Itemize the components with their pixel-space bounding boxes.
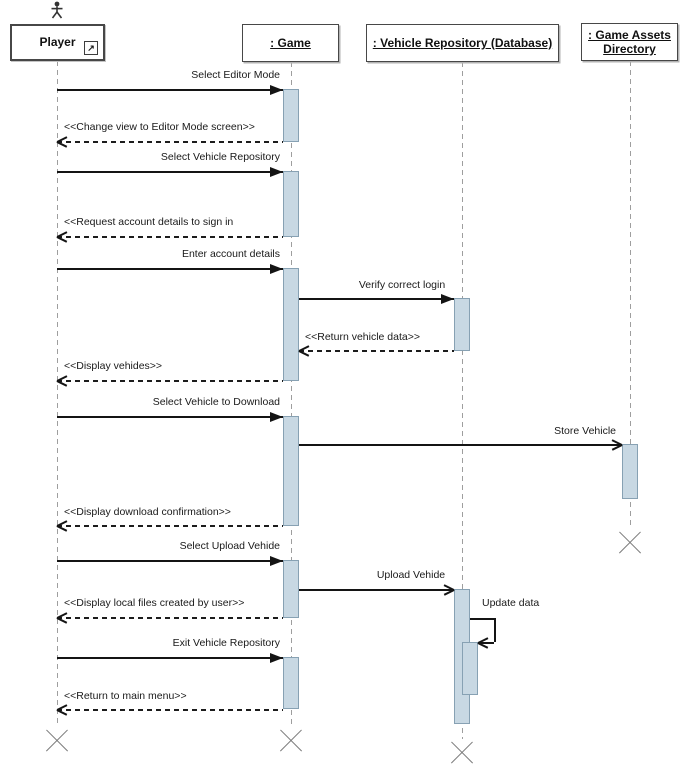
lifeline-player	[57, 61, 58, 727]
activation-bar-game	[283, 657, 299, 709]
message-line-upload-vehicle	[299, 589, 454, 591]
head-label-vehicle-repository: : Vehicle Repository (Database)	[372, 35, 553, 50]
self-message-bottom-update-data	[478, 642, 494, 644]
message-line-select-editor-mode	[57, 89, 283, 91]
lifeline-game-assets-directory	[630, 61, 631, 529]
message-label-select-upload-vehicle: Select Upload Vehide	[179, 540, 280, 552]
message-line-select-vehicle-repository	[57, 171, 283, 173]
arrowhead-filled-icon	[270, 555, 283, 566]
arrowhead-filled-icon	[270, 166, 283, 177]
activation-bar-game	[283, 416, 299, 526]
head-box-vehicle-repository: : Vehicle Repository (Database)	[366, 24, 559, 62]
activation-bar-vehicle-repository	[454, 298, 470, 351]
activation-bar-game-assets-directory	[622, 444, 638, 499]
message-line-return-vehicle-data	[299, 350, 454, 352]
lifeline-game	[291, 62, 292, 727]
activation-bar-game	[283, 89, 299, 142]
head-label-game-assets-directory: : Game Assets Directory	[588, 27, 671, 56]
message-line-store-vehicle	[299, 444, 622, 446]
message-label-enter-account-details: Enter account details	[181, 248, 280, 260]
head-label-game: : Game	[270, 35, 311, 50]
arrowhead-filled-icon	[270, 263, 283, 274]
self-message-top-update-data	[470, 618, 494, 620]
arrowhead-filled-icon	[270, 411, 283, 422]
head-label-player: Player	[39, 35, 76, 50]
activation-bar-game	[283, 268, 299, 381]
message-line-request-account-details	[57, 236, 283, 238]
message-label-return-to-main-menu: <<Return to main menu>>	[64, 690, 187, 702]
activation-bar-game	[283, 560, 299, 618]
message-line-return-to-main-menu	[57, 709, 283, 711]
head-box-game: : Game	[242, 24, 339, 62]
message-line-display-local-files	[57, 617, 283, 619]
message-label-change-view-editor-mode: <<Change view to Editor Mode screen>>	[64, 121, 255, 133]
message-label-select-vehicle-repository: Select Vehicle Repository	[160, 151, 280, 163]
self-message-side-update-data	[494, 618, 496, 642]
message-label-upload-vehicle: Upload Vehide	[376, 569, 446, 581]
head-box-player: Player ↗	[10, 24, 105, 61]
message-line-select-upload-vehicle	[57, 560, 283, 562]
activation-bar-game	[283, 171, 299, 237]
arrowhead-filled-icon	[270, 84, 283, 95]
message-label-display-download-confirmation: <<Display download confirmation>>	[64, 506, 231, 518]
message-label-verify-correct-login: Verify correct login	[358, 279, 446, 291]
message-line-display-download-confirmation	[57, 525, 283, 527]
message-label-update-data: Update data	[482, 597, 540, 609]
message-label-exit-vehicle-repository: Exit Vehicle Repository	[172, 637, 280, 649]
message-line-enter-account-details	[57, 268, 283, 270]
arrowhead-filled-icon	[441, 293, 454, 304]
activation-bar-vehicle-repository	[462, 642, 478, 695]
message-line-exit-vehicle-repository	[57, 657, 283, 659]
message-line-verify-correct-login	[299, 298, 454, 300]
message-line-change-view-editor-mode	[57, 141, 283, 143]
message-label-select-vehicle-to-download: Select Vehicle to Download	[152, 396, 280, 408]
message-label-store-vehicle: Store Vehicle	[554, 425, 616, 437]
message-label-select-editor-mode: Select Editor Mode	[191, 69, 280, 81]
navigate-icon: ↗	[84, 41, 98, 55]
message-label-display-vehicles: <<Display vehides>>	[64, 360, 163, 372]
head-box-game-assets-directory: : Game Assets Directory	[581, 23, 678, 61]
lifeline-vehicle-repository	[462, 62, 463, 739]
message-line-select-vehicle-to-download	[57, 416, 283, 418]
arrowhead-filled-icon	[270, 652, 283, 663]
message-line-display-vehicles	[57, 380, 283, 382]
message-label-display-local-files: <<Display local files created by user>>	[64, 597, 245, 609]
message-label-request-account-details: <<Request account details to sign in	[64, 216, 234, 228]
actor-icon	[49, 1, 65, 24]
message-label-return-vehicle-data: <<Return vehicle data>>	[305, 331, 420, 343]
